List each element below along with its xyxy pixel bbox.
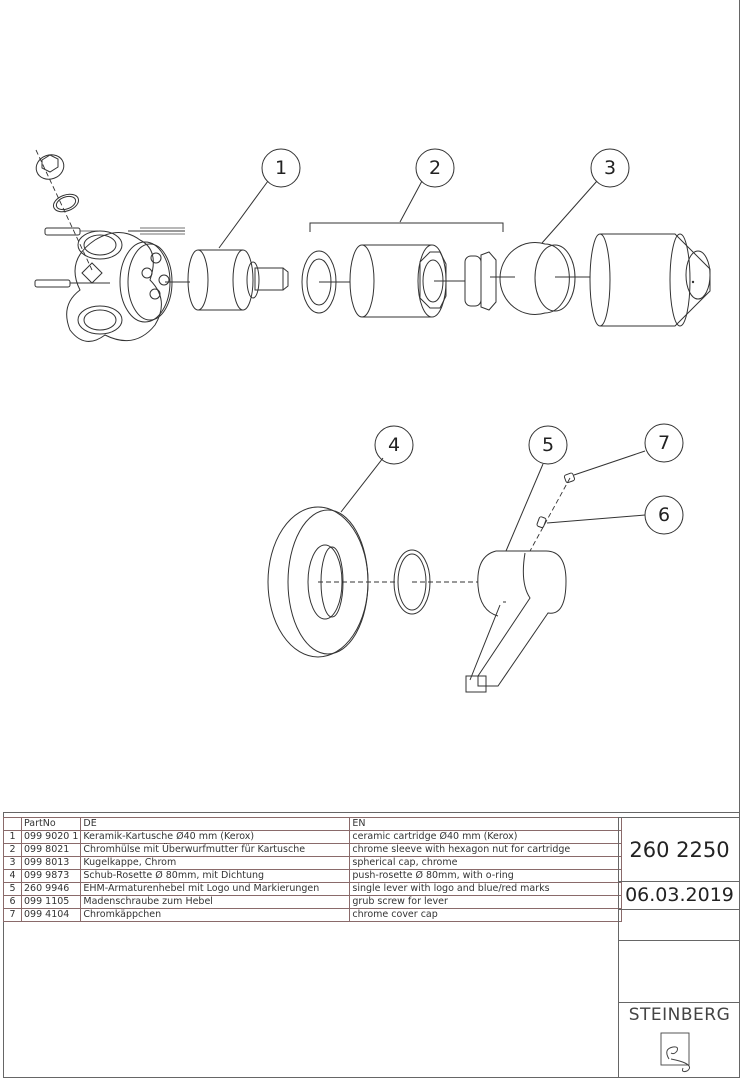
svg-text:4: 4 [388, 434, 400, 456]
cell-no: 5 [3, 882, 22, 896]
cell-partno: 099 9020 1 [20, 830, 82, 844]
steinberg-logo-icon [660, 1032, 691, 1073]
callout-3: 3 [590, 148, 630, 188]
cell-no: 3 [3, 856, 22, 870]
cell-partno: 099 4104 [20, 908, 82, 922]
cell-de: EHM-Armaturenhebel mit Logo und Markieru… [80, 882, 351, 896]
cell-partno: 099 8013 [20, 856, 82, 870]
svg-text:3: 3 [604, 157, 616, 179]
callout-leaders [218, 180, 646, 552]
cell-en: single lever with logo and blue/red mark… [349, 882, 623, 896]
cell-no: 6 [3, 895, 22, 909]
cell-partno: 099 9873 [20, 869, 82, 883]
cell-de: Schub-Rosette Ø 80mm, mit Dichtung [80, 869, 351, 883]
svg-text:5: 5 [542, 434, 554, 456]
cell-de: Chromhülse mit Überwurfmutter für Kartus… [80, 843, 351, 857]
callout-7: 7 [644, 423, 684, 463]
cell-en: chrome cover cap [349, 908, 623, 922]
callout-6: 6 [644, 495, 684, 535]
brand-name: STEINBERG [628, 1005, 731, 1025]
frame-bottom-border [3, 1077, 740, 1078]
cell-de: Keramik-Kartusche Ø40 mm (Kerox) [80, 830, 351, 844]
cell-en: spherical cap, chrome [349, 856, 623, 870]
frame-left-border [3, 812, 4, 1077]
drawing-date: 06.03.2019 [618, 881, 740, 910]
article-number: 260 2250 [618, 817, 740, 882]
svg-text:2: 2 [429, 157, 441, 179]
header-de: DE [80, 817, 351, 831]
cell-de: Kugelkappe, Chrom [80, 856, 351, 870]
frame-right-border [739, 0, 740, 1077]
svg-text:6: 6 [658, 504, 670, 526]
brand-block: STEINBERG [618, 1003, 740, 1077]
cell-en: chrome sleeve with hexagon nut for cartr… [349, 843, 623, 857]
push-rosette [267, 506, 478, 658]
svg-text:7: 7 [658, 432, 670, 454]
title-block-empty-cell [618, 941, 740, 1003]
cell-partno: 099 8021 [20, 843, 82, 857]
callout-4: 4 [374, 425, 414, 465]
spherical-cap [499, 233, 711, 327]
svg-text:1: 1 [275, 157, 287, 179]
cell-de: Chromkäppchen [80, 908, 351, 922]
header-en: EN [349, 817, 623, 831]
exploded-view-drawing: 1 2 3 4 5 6 7 [34, 148, 711, 693]
cell-en: push-rosette Ø 80mm, with o-ring [349, 869, 623, 883]
callout-2: 2 [415, 148, 455, 188]
cell-en: grub screw for lever [349, 895, 623, 909]
title-area-top-border [3, 812, 740, 813]
cell-en: ceramic cartridge Ø40 mm (Kerox) [349, 830, 623, 844]
cell-no: 4 [3, 869, 22, 883]
cell-partno: 260 9946 [20, 882, 82, 896]
cell-partno: 099 1105 [20, 895, 82, 909]
cell-no: 1 [3, 830, 22, 844]
header-partno: PartNo [20, 817, 82, 831]
valve-body [34, 149, 190, 342]
table-header-row: PartNo DE EN [3, 817, 623, 831]
title-block-empty-cell [618, 910, 740, 941]
cell-no: 2 [3, 843, 22, 857]
callout-1: 1 [261, 148, 301, 188]
ceramic-cartridge [187, 249, 289, 311]
single-lever [465, 472, 576, 693]
chrome-sleeve-set [301, 222, 515, 318]
cell-de: Madenschraube zum Hebel [80, 895, 351, 909]
header-no [3, 817, 22, 831]
cell-no: 7 [3, 908, 22, 922]
callout-5: 5 [528, 425, 568, 465]
